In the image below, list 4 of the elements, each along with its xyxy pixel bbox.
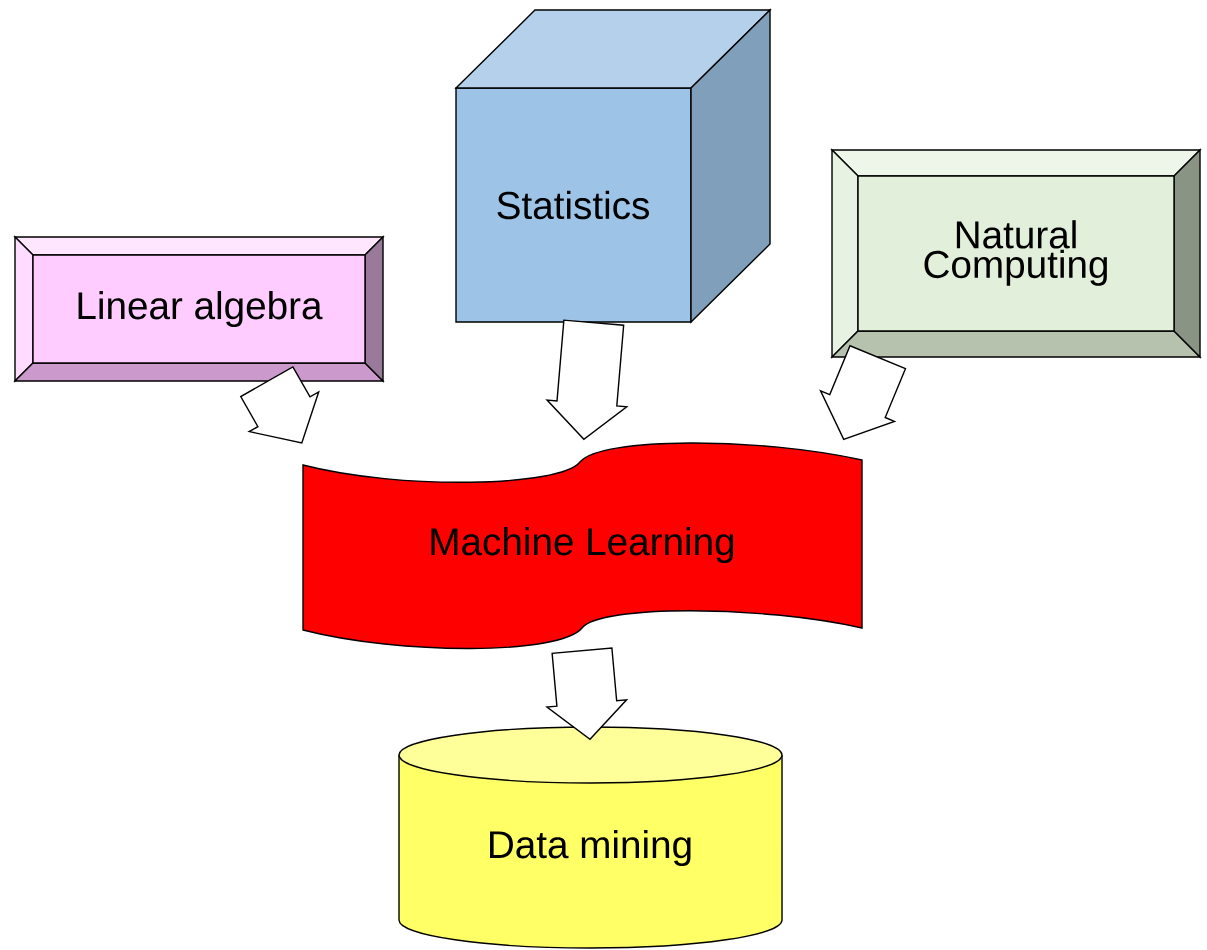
cylinder: Data mining <box>398 726 783 949</box>
block-arrow <box>545 647 629 741</box>
block-arrow <box>545 319 629 441</box>
wave-banner: Machine Learning <box>302 442 863 650</box>
